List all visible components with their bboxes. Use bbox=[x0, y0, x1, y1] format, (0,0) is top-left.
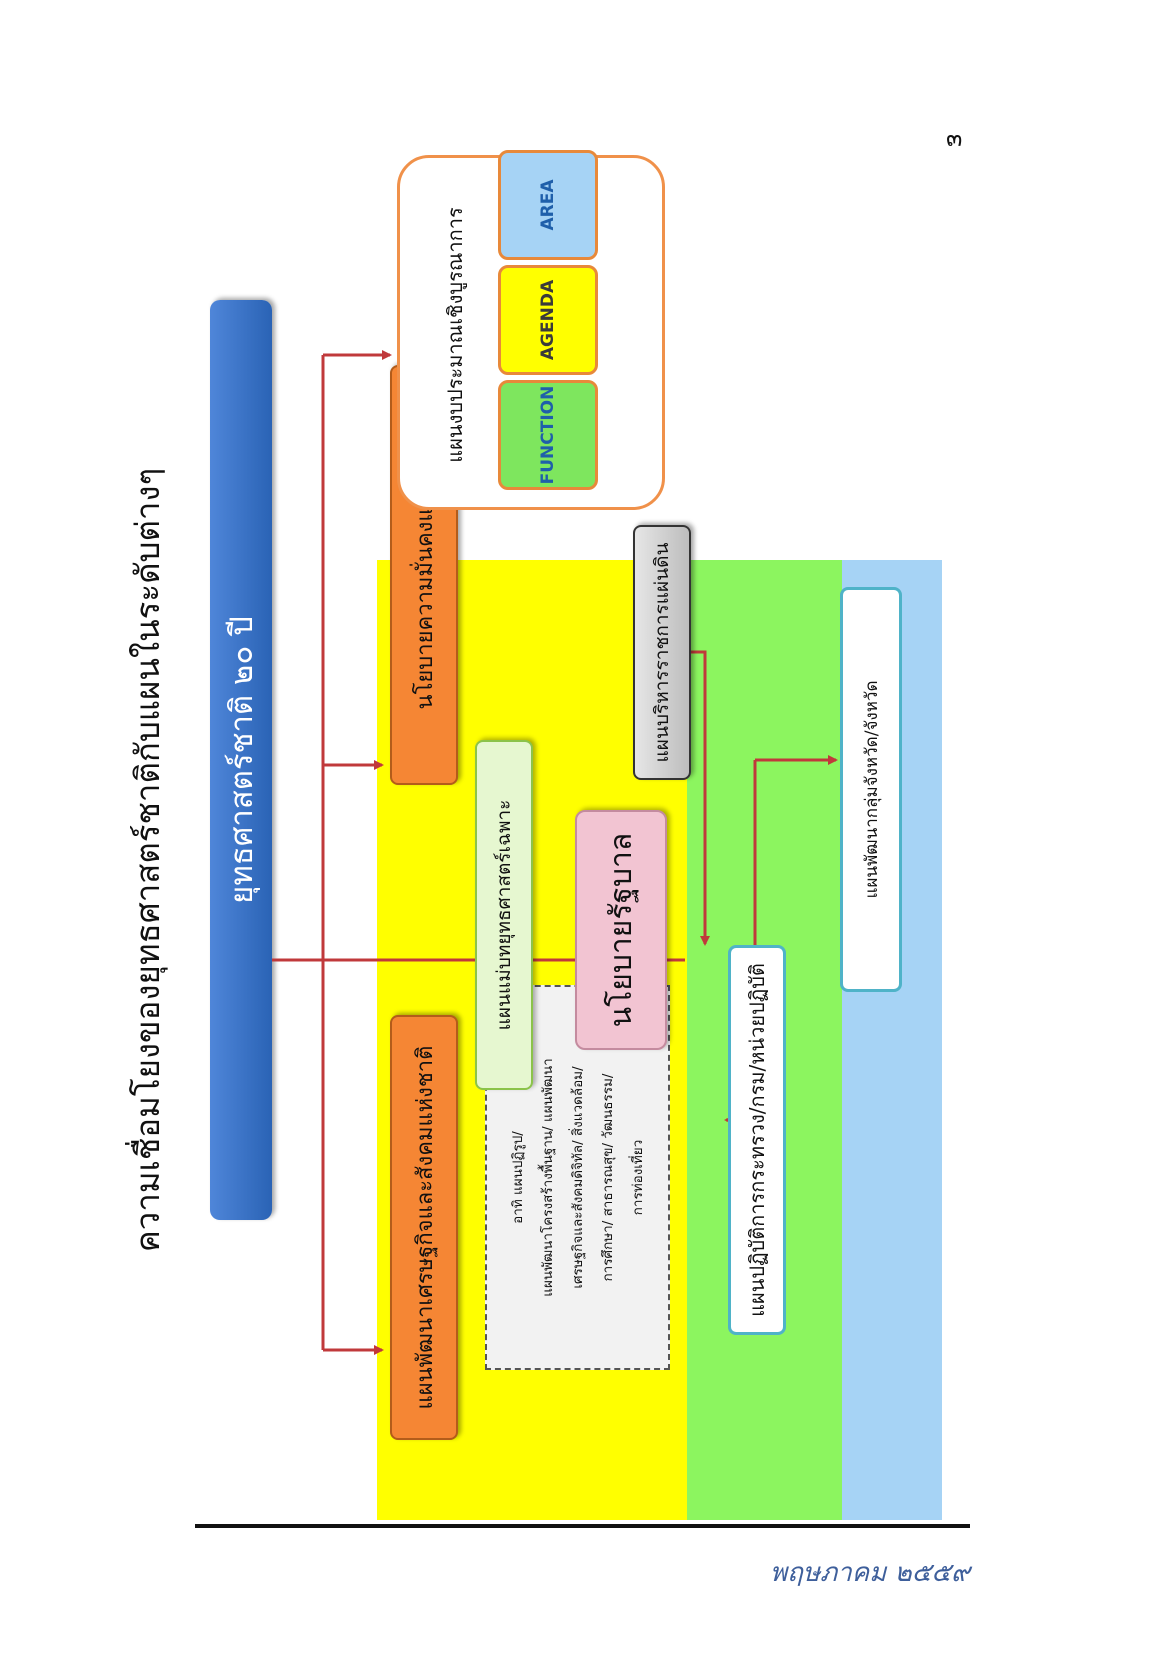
arrow-from-land-admin bbox=[691, 650, 710, 946]
strategy-linkage-diagram: ความเชื่อมโยงของยุทธศาสตร์ชาติกับแผนในระ… bbox=[100, 150, 942, 1520]
example-line: การท่องเที่ยว bbox=[629, 1139, 646, 1216]
economic-social-plan-box: แผนพัฒนาเศรษฐกิจและสังคมแห่งชาติ bbox=[390, 1015, 458, 1440]
footer-date: พฤษภาคม ๒๕๕๙ bbox=[770, 1558, 971, 1588]
example-line: การศึกษา/ สาธารณสุข/ วัฒนธรรม/ bbox=[599, 1073, 616, 1282]
example-line: เศรษฐกิจและสังคมดิจิทัล/ สิ่งแวดล้อม/ bbox=[569, 1066, 586, 1289]
government-policy-box: นโยบายรัฐบาล bbox=[575, 810, 667, 1050]
budget-chip-area: AREA bbox=[498, 150, 598, 260]
ministry-action-plan-box: แผนปฏิบัติการกระทรวง/กรม/หน่วยปฏิบัติ bbox=[728, 945, 786, 1335]
land-administration-plan-box: แผนบริหารราชการแผ่นดิน bbox=[633, 525, 691, 780]
provincial-plan-box: แผนพัฒนากลุ่มจังหวัด/จังหวัด bbox=[840, 587, 902, 992]
strategy-master-plan-box: แผนแม่บทยุทธศาสตร์เฉพาะ bbox=[475, 740, 533, 1090]
budget-chip-function: FUNCTION bbox=[498, 380, 598, 490]
example-line: แผนพัฒนาโครงสร้างพื้นฐาน/ แผนพัฒนา bbox=[539, 1058, 556, 1297]
budget-chip-agenda: AGENDA bbox=[498, 265, 598, 375]
page-number: ๓ bbox=[946, 124, 963, 152]
integrated-budget-label: แผนงบประมาณเชิงบูรณาการ bbox=[443, 207, 467, 463]
footer-rule bbox=[195, 1524, 970, 1528]
